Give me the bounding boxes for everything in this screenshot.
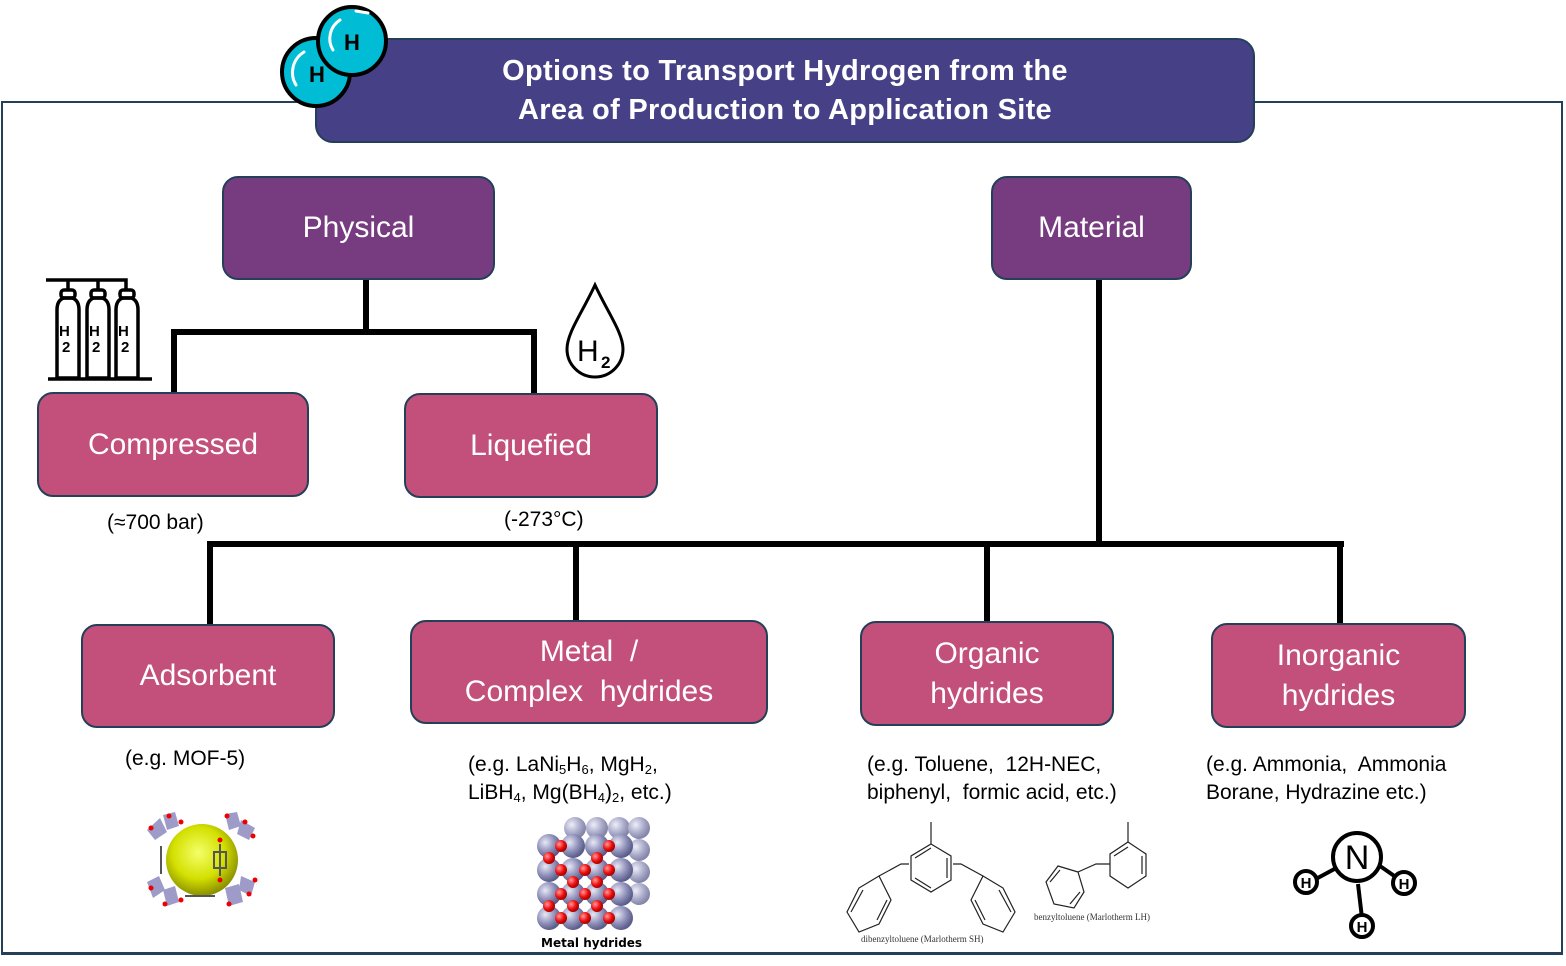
hydrogen-atom-label-bottom: H <box>1357 919 1368 936</box>
hydrogen-molecule-icon: H H <box>280 5 388 108</box>
cylinder-1-label: H <box>59 323 70 340</box>
connector-material-bar <box>207 541 1344 547</box>
option-metal-complex-hydrides: Metal / Complex hydrides <box>410 620 768 724</box>
organic-hydrides-example-note: (e.g. Toluene, 12H-NEC, biphenyl, formic… <box>867 751 1117 807</box>
category-material: Material <box>991 176 1192 280</box>
metal-hydride-lattice-image <box>537 817 650 930</box>
connector-material-stem <box>1096 280 1102 546</box>
category-physical: Physical <box>222 176 495 280</box>
gas-cylinders-icon: H 2 H 2 H 2 <box>46 278 152 381</box>
connector-physical-bar <box>171 329 537 335</box>
title-line-2: Area of Production to Application Site <box>518 93 1052 126</box>
drop-subscript: 2 <box>601 353 610 372</box>
option-inorganic-label-line1: Inorganic <box>1276 638 1401 672</box>
adsorbent-example-note: (e.g. MOF-5) <box>125 747 246 770</box>
h-atom-label-1: H <box>309 62 325 87</box>
hydrogen-atom-label-right: H <box>1399 876 1410 893</box>
option-compressed: Compressed <box>37 392 309 497</box>
metal-hydrides-example-note: (e.g. LaNi5H6, MgH2, LiBH4, Mg(BH4)2, et… <box>468 753 672 805</box>
dibenzyltoluene-caption: dibenzyltoluene (Marlotherm SH) <box>861 934 984 944</box>
category-physical-label: Physical <box>302 211 415 244</box>
connector-physical-stem <box>363 280 369 332</box>
option-inorganic-hydrides: Inorganic hydrides <box>1211 623 1466 728</box>
mof-5-structure-image <box>147 812 258 907</box>
option-inorganic-label-line2: hydrides <box>1281 678 1396 712</box>
option-adsorbent-label: Adsorbent <box>139 659 277 692</box>
cylinder-3-label: H <box>118 323 129 340</box>
h-atom-label-2: H <box>344 30 360 55</box>
organic-note-line2: biphenyl, formic acid, etc.) <box>867 781 1117 804</box>
option-organic-hydrides: Organic hydrides <box>860 621 1114 726</box>
option-organic-label-line1: Organic <box>934 636 1040 670</box>
connector-liquefied <box>531 329 537 393</box>
connector-compressed <box>171 329 177 393</box>
svg-text:2: 2 <box>62 339 70 356</box>
option-liquefied: Liquefied <box>404 393 658 498</box>
inorganic-note-line2: Borane, Hydrazine etc.) <box>1206 781 1427 804</box>
cylinder-2-label: H <box>89 323 100 340</box>
title-banner: Options to Transport Hydrogen from the A… <box>315 38 1255 143</box>
option-compressed-label: Compressed <box>87 427 259 461</box>
organic-note-line1: (e.g. Toluene, 12H-NEC, <box>867 753 1102 776</box>
hydrogen-atom-label-left: H <box>1301 875 1312 892</box>
option-organic-label-line2: hydrides <box>930 676 1044 710</box>
svg-text:2: 2 <box>121 339 129 356</box>
benzyltoluene-caption: benzyltoluene (Marlotherm LH) <box>1034 912 1150 922</box>
nitrogen-atom-label: N <box>1345 839 1370 877</box>
dibenzyltoluene-structure <box>846 822 1016 933</box>
liquid-drop-icon: H 2 <box>565 281 625 379</box>
ammonia-molecule-icon: N H H H <box>1293 831 1417 939</box>
option-liquefied-label: Liquefied <box>470 428 592 462</box>
compressed-pressure-note: (≈700 bar) <box>107 511 204 534</box>
metal-hydrides-caption: Metal hydrides <box>541 936 643 950</box>
inorganic-note-line1: (e.g. Ammonia, Ammonia <box>1206 753 1447 776</box>
connector-organic-hydrides <box>984 541 990 623</box>
option-metal-label-line1: Metal / <box>539 635 639 668</box>
connector-metal-hydrides <box>573 541 579 623</box>
option-metal-label-line2: Complex hydrides <box>464 675 714 708</box>
connector-adsorbent <box>207 541 213 626</box>
drop-h-label: H <box>577 335 599 368</box>
inorganic-hydrides-example-note: (e.g. Ammonia, Ammonia Borane, Hydrazine… <box>1206 751 1446 807</box>
option-adsorbent: Adsorbent <box>81 624 335 728</box>
title-line-1: Options to Transport Hydrogen from the <box>502 54 1068 87</box>
benzyltoluene-structure <box>1045 822 1147 909</box>
svg-text:2: 2 <box>92 339 100 356</box>
category-material-label: Material <box>1038 211 1145 244</box>
liquefied-temperature-note: (-273°C) <box>504 508 584 531</box>
connector-inorganic-hydrides <box>1337 541 1343 625</box>
